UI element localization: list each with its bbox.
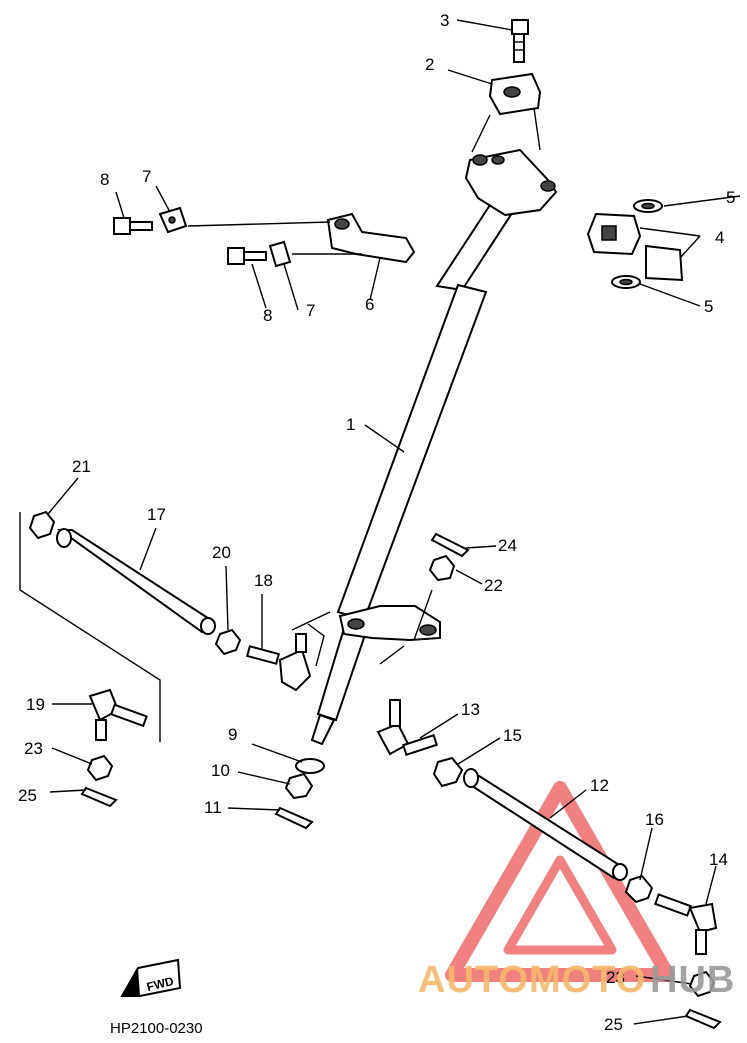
- tie-rod-12: [463, 768, 628, 881]
- nut-22: [428, 554, 456, 582]
- callout-21: 21: [72, 457, 91, 476]
- callout-23-left: 23: [24, 739, 43, 758]
- callout-8-lower: 8: [263, 306, 272, 325]
- cotter-pin-24: [430, 532, 470, 558]
- callout-labels: 1 2 3 4 5 5 6 7 7 8 8 9 10 11 12 13 14 1…: [18, 11, 735, 1034]
- callout-13: 13: [461, 700, 480, 719]
- nut-10: [284, 772, 314, 800]
- callout-3: 3: [440, 11, 449, 30]
- bushing-4-lower: [645, 244, 684, 282]
- clamp-cap-2: [488, 72, 542, 116]
- fwd-arrow-icon: FWD: [120, 958, 182, 997]
- callout-20: 20: [212, 543, 231, 562]
- tie-rod-end-14: [654, 893, 718, 955]
- washer-5-upper: [633, 199, 663, 213]
- callout-12: 12: [590, 776, 609, 795]
- steering-shaft: [310, 148, 558, 746]
- cotter-pin-25-right: [684, 1008, 722, 1030]
- callout-8-upper: 8: [100, 170, 109, 189]
- callout-19: 19: [26, 695, 45, 714]
- nut-20: [214, 628, 242, 656]
- callout-7-upper: 7: [142, 167, 151, 186]
- callout-24: 24: [498, 536, 517, 555]
- callout-23-right: 23: [606, 968, 625, 987]
- washer-5-lower: [611, 275, 641, 289]
- watermark-logo: [445, 781, 675, 982]
- cotter-pin-11: [274, 806, 314, 830]
- callout-2: 2: [425, 55, 434, 74]
- cotter-pin-25-left: [80, 786, 118, 808]
- tie-rod-end-13: [376, 699, 439, 756]
- nut-21: [28, 510, 56, 540]
- callout-5-lower: 5: [704, 297, 713, 316]
- tie-rod-end-18: [245, 633, 312, 692]
- callout-25-left: 25: [18, 786, 37, 805]
- bolt-3: [511, 19, 529, 63]
- nut-23-right: [688, 970, 716, 998]
- callout-16: 16: [645, 810, 664, 829]
- callout-15: 15: [503, 726, 522, 745]
- callout-11: 11: [204, 798, 222, 817]
- callout-7-lower: 7: [306, 301, 315, 320]
- watermark-text: AUTOMOTO HUB: [418, 959, 735, 1001]
- lock-plate-7-lower: [268, 240, 292, 268]
- tie-rod-end-19: [88, 688, 148, 741]
- callout-17: 17: [147, 505, 166, 524]
- callout-4: 4: [715, 228, 724, 247]
- callout-1: 1: [346, 415, 355, 434]
- callout-10: 10: [211, 761, 230, 780]
- nut-16: [624, 874, 654, 904]
- bolt-8-lower: [227, 247, 267, 265]
- watermark-text-automoto: AUTOMOTO: [418, 959, 646, 1001]
- tie-rod-17: [56, 528, 216, 635]
- bushing-4-upper: [586, 212, 642, 256]
- watermark-text-hub: HUB: [650, 959, 735, 1001]
- callout-5-upper: 5: [726, 188, 735, 207]
- callout-22: 22: [484, 576, 503, 595]
- drawing-code: HP2100-0230: [110, 1020, 203, 1037]
- bolt-8-upper: [113, 217, 153, 235]
- callout-18: 18: [254, 571, 273, 590]
- callout-6: 6: [365, 295, 374, 314]
- steering-arm-6: [326, 212, 416, 264]
- lock-plate-7-upper: [158, 206, 188, 234]
- callout-14: 14: [709, 850, 728, 869]
- fwd-label: FWD: [145, 974, 175, 994]
- callout-9: 9: [228, 725, 237, 744]
- washer-9: [295, 758, 325, 774]
- callout-25-right: 25: [604, 1015, 623, 1034]
- nut-23-left: [86, 754, 114, 782]
- nut-15: [432, 756, 464, 788]
- leader-lines: [47, 19, 741, 1025]
